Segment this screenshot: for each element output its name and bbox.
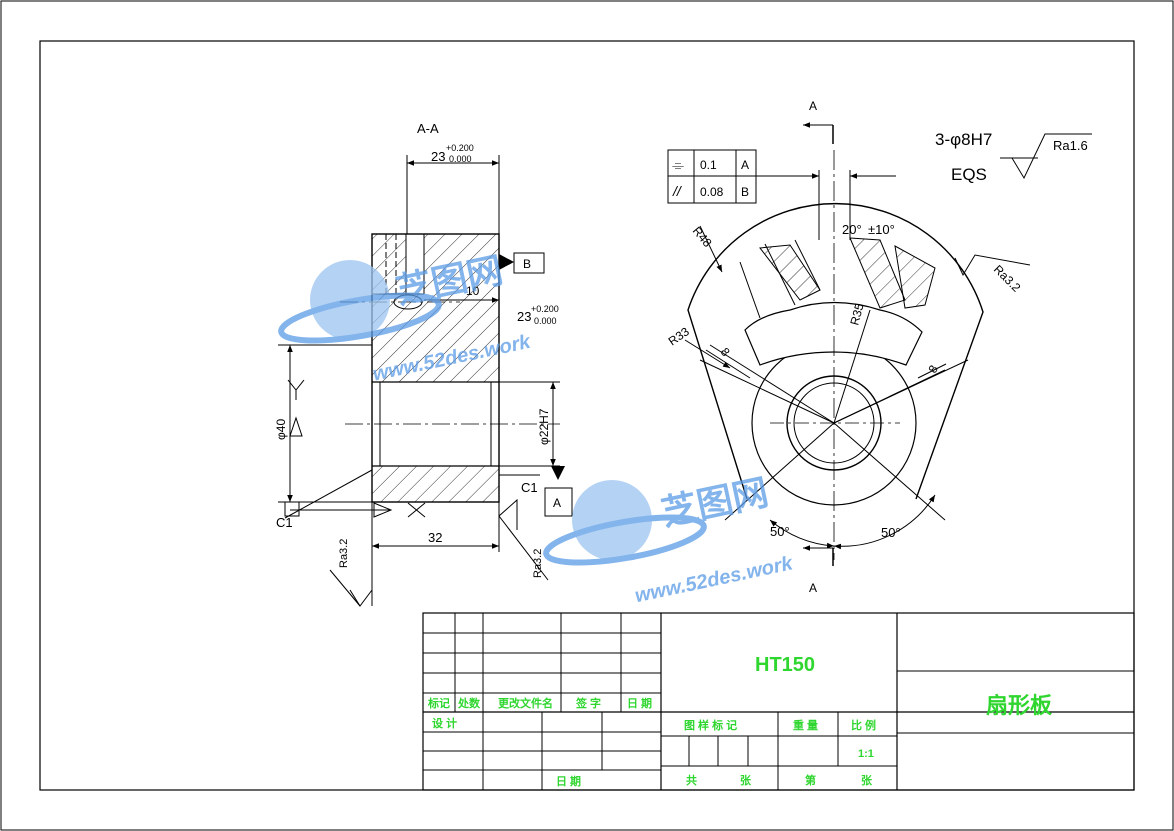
svg-text:0.1: 0.1 [700, 158, 717, 172]
svg-text:+0.200: +0.200 [531, 304, 559, 314]
datum-b-section: B [523, 257, 531, 271]
watermark-globe-icon-2 [572, 480, 652, 560]
svg-text:比 例: 比 例 [851, 718, 876, 732]
svg-text:共: 共 [686, 773, 697, 787]
svg-text:日 期: 日 期 [556, 774, 581, 788]
svg-text:0.08: 0.08 [700, 185, 724, 199]
holes-note2: EQS [951, 165, 987, 184]
svg-text:日 期: 日 期 [627, 696, 652, 710]
section-mark-top: A [809, 99, 817, 113]
dim-angle-top: 20° [842, 222, 862, 237]
svg-text:⌯: ⌯ [672, 157, 684, 174]
dim-r33: R33 [666, 324, 692, 348]
svg-text:0.000: 0.000 [449, 154, 472, 164]
dim-8-left: 8 [718, 345, 733, 359]
title-block: HT150 扇形板 标记 处数 更改文件名 签 字 日 期 设 计 日 期 图 … [422, 612, 1135, 791]
svg-text:更改文件名: 更改文件名 [498, 696, 553, 710]
section-hatch-bottom [372, 466, 499, 502]
svg-text:+0.200: +0.200 [446, 143, 474, 153]
section-title: A-A [417, 121, 439, 136]
chamfer-left: C1 [276, 515, 293, 530]
svg-text:重 量: 重 量 [793, 718, 818, 732]
section-mark-bottom: A [809, 581, 817, 595]
drawing-border [39, 40, 1135, 791]
svg-text:标记: 标记 [427, 696, 450, 710]
svg-text:处数: 处数 [457, 696, 481, 710]
rough-general: Ra1.6 [1053, 138, 1088, 153]
material: HT150 [755, 654, 815, 676]
dim-angle-tol: ±10° [868, 222, 895, 237]
dim-r48: R48 [690, 224, 715, 250]
dim-outer-dia: φ40 [274, 419, 288, 440]
svg-text:B: B [741, 185, 749, 199]
dim-width-top: 23 [431, 149, 445, 164]
sector-outline [687, 202, 984, 500]
svg-text:1:1: 1:1 [858, 748, 874, 760]
dim-angle-right: 50° [881, 525, 901, 540]
svg-text:张: 张 [740, 773, 752, 787]
svg-text:A: A [741, 158, 749, 172]
svg-text:张: 张 [861, 773, 873, 787]
tolerance-frame: ⌯ 0.1 A // 0.08 B [667, 149, 757, 204]
rough-left: Ra3.2 [338, 539, 350, 568]
dim-r35: R35 [847, 302, 866, 327]
rough-right: Ra3.2 [532, 549, 544, 578]
svg-text:www.52des.work: www.52des.work [633, 552, 795, 607]
section-outline [371, 233, 500, 503]
part-name: 扇形板 [986, 693, 1053, 718]
dim-bore: φ22H7 [537, 408, 551, 445]
front-view: A A ⌯ 0.1 A // 0.08 B 3-φ8H7 EQS Ra1.6 [666, 99, 1092, 595]
svg-text://: // [672, 183, 683, 199]
datum-a-section: A [553, 496, 561, 510]
dim-slot-depth: 10 [466, 284, 480, 298]
svg-text:签 字: 签 字 [575, 696, 601, 710]
dim-angle-left: 50° [770, 524, 790, 539]
watermark-2: 芝图网 www.52des.work [543, 471, 795, 607]
holes-note: 3-φ8H7 [935, 130, 992, 149]
svg-text:图 样 标 记: 图 样 标 记 [684, 718, 737, 732]
svg-text:芝图网: 芝图网 [658, 471, 772, 534]
svg-text:第: 第 [805, 773, 816, 787]
dim-length: 32 [428, 530, 442, 545]
chamfer-right: C1 [521, 480, 538, 495]
rough-arc: Ra3.2 [991, 262, 1024, 295]
svg-text:0.000: 0.000 [534, 316, 557, 326]
dim-slot: 23 [517, 309, 531, 324]
svg-text:设 计: 设 计 [432, 716, 457, 730]
